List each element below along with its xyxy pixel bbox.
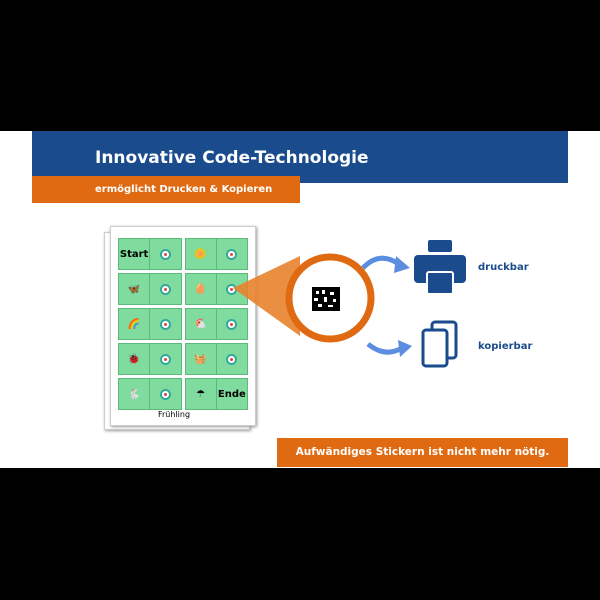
footer-banner: Aufwändiges Stickern ist nicht mehr nöti…: [277, 438, 568, 467]
card-grid: Start 🌼 🦋 🥚 🌈 🐔 🐞 🧺 🐇 ☂Ende: [118, 238, 248, 410]
arrow-print-icon: [361, 255, 402, 270]
title: Innovative Code-Technologie: [95, 148, 369, 168]
target-icon: [159, 318, 171, 330]
nest-icon: 🐔: [186, 309, 217, 339]
egg-icon: 🥚: [186, 274, 217, 304]
zoom-beam: [233, 256, 300, 336]
pair: Start: [118, 238, 182, 270]
card-title: Frühling: [158, 410, 191, 419]
pair: 🐞: [118, 343, 182, 375]
target-icon: [226, 353, 238, 365]
ladybug-icon: 🐞: [119, 344, 151, 374]
pair: ☂Ende: [184, 378, 248, 410]
copy-label: kopierbar: [478, 341, 533, 352]
end-label: Ende: [217, 388, 246, 400]
flower-icon: 🌼: [186, 239, 217, 269]
pair: 🦋: [118, 273, 182, 305]
target-icon: [159, 283, 171, 295]
pair: 🐇: [118, 378, 182, 410]
target-icon: [159, 388, 171, 400]
start-label: Start: [119, 239, 151, 269]
pair: 🐔: [184, 308, 248, 340]
pair: 🌈: [118, 308, 182, 340]
rabbit-icon: 🐇: [119, 379, 151, 409]
butterfly-icon: 🦋: [119, 274, 151, 304]
subtitle: ermöglicht Drucken & Kopieren: [32, 176, 300, 203]
arrow-copy-icon: [366, 342, 404, 355]
pair: 🧺: [184, 343, 248, 375]
basket-icon: 🧺: [186, 344, 217, 374]
datamatrix-code-icon: [312, 287, 340, 311]
target-icon: [159, 353, 171, 365]
target-icon: [159, 248, 171, 260]
printer-icon: [414, 240, 466, 295]
print-label: druckbar: [478, 262, 529, 273]
rainbow-icon: 🌈: [119, 309, 151, 339]
header-bar: Innovative Code-Technologie: [32, 131, 568, 183]
target-icon: [226, 318, 238, 330]
target-icon: [226, 248, 238, 260]
umbrella-icon: ☂: [186, 379, 217, 409]
copy-icon: [421, 320, 458, 368]
pair: 🌼: [184, 238, 248, 270]
